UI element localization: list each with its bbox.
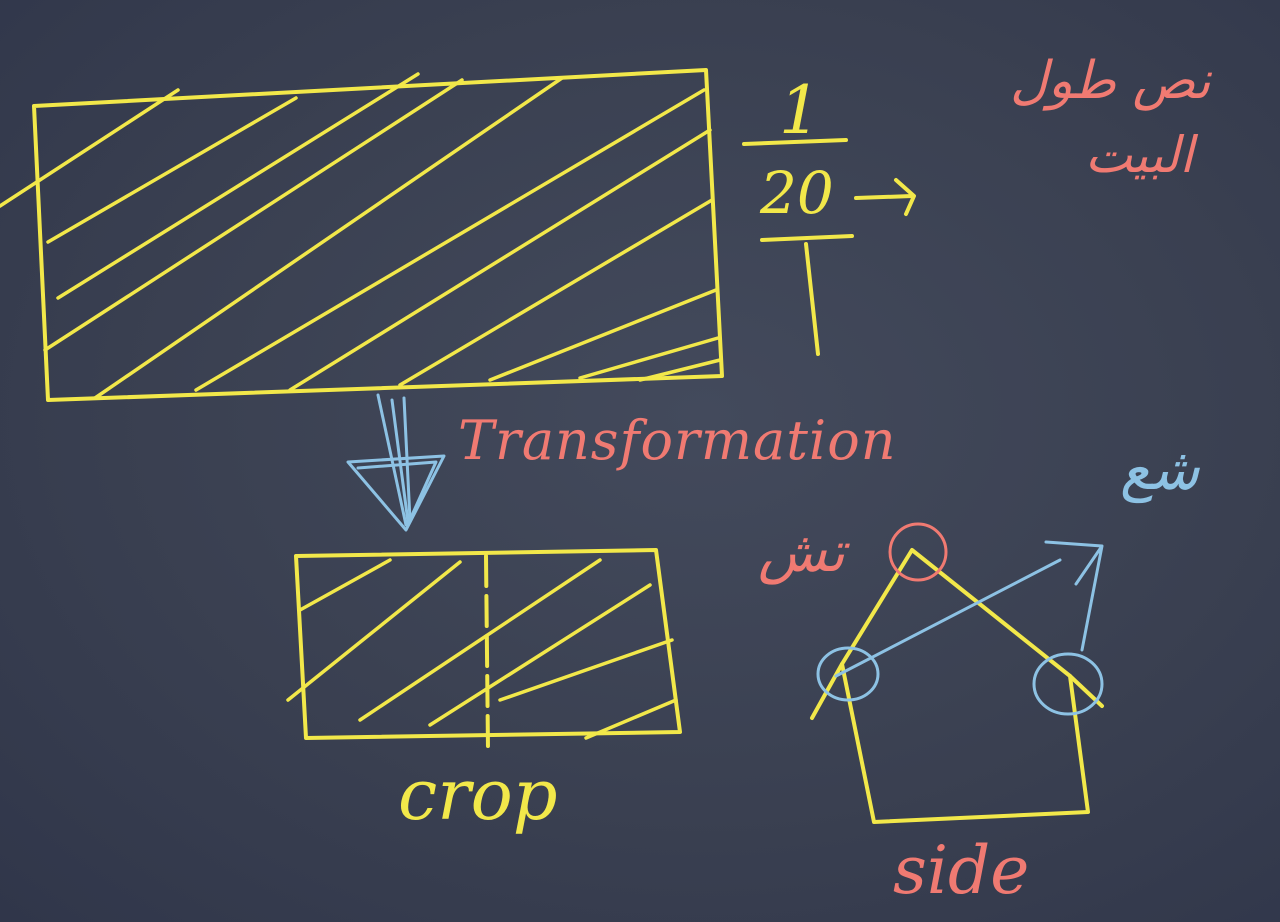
blue-arrow-head xyxy=(1044,540,1104,652)
blue-circle-right xyxy=(1032,652,1104,716)
small-rectangle-hatching xyxy=(286,558,678,740)
small-rectangle-midline xyxy=(484,554,490,752)
blue-diagonal-line xyxy=(834,558,1062,678)
down-arrow-icon xyxy=(346,393,446,532)
large-rectangle-hatching xyxy=(0,72,722,400)
arabic-label-blue: شع xyxy=(1120,435,1200,503)
scale-numerator-label: 1 xyxy=(779,72,821,149)
scale-denominator-label: 20 xyxy=(760,159,834,227)
arabic-label-red: تش xyxy=(758,520,845,585)
scale-stem xyxy=(804,242,820,356)
transformation-label: Transformation xyxy=(458,409,897,472)
red-circle-apex xyxy=(888,522,948,582)
pentagon-shape xyxy=(840,548,1090,824)
scale-bar-bottom xyxy=(760,234,854,242)
arabic-note-line1: نص طول xyxy=(1010,51,1211,111)
blue-circle-left xyxy=(816,646,880,702)
scale-arrow xyxy=(854,178,916,216)
scale-bar-top xyxy=(742,138,848,146)
small-rectangle xyxy=(294,548,682,740)
large-rectangle xyxy=(32,68,724,402)
side-label: side xyxy=(893,832,1030,909)
arabic-note-line2: البيت xyxy=(1085,126,1194,184)
crop-label: crop xyxy=(398,754,558,836)
